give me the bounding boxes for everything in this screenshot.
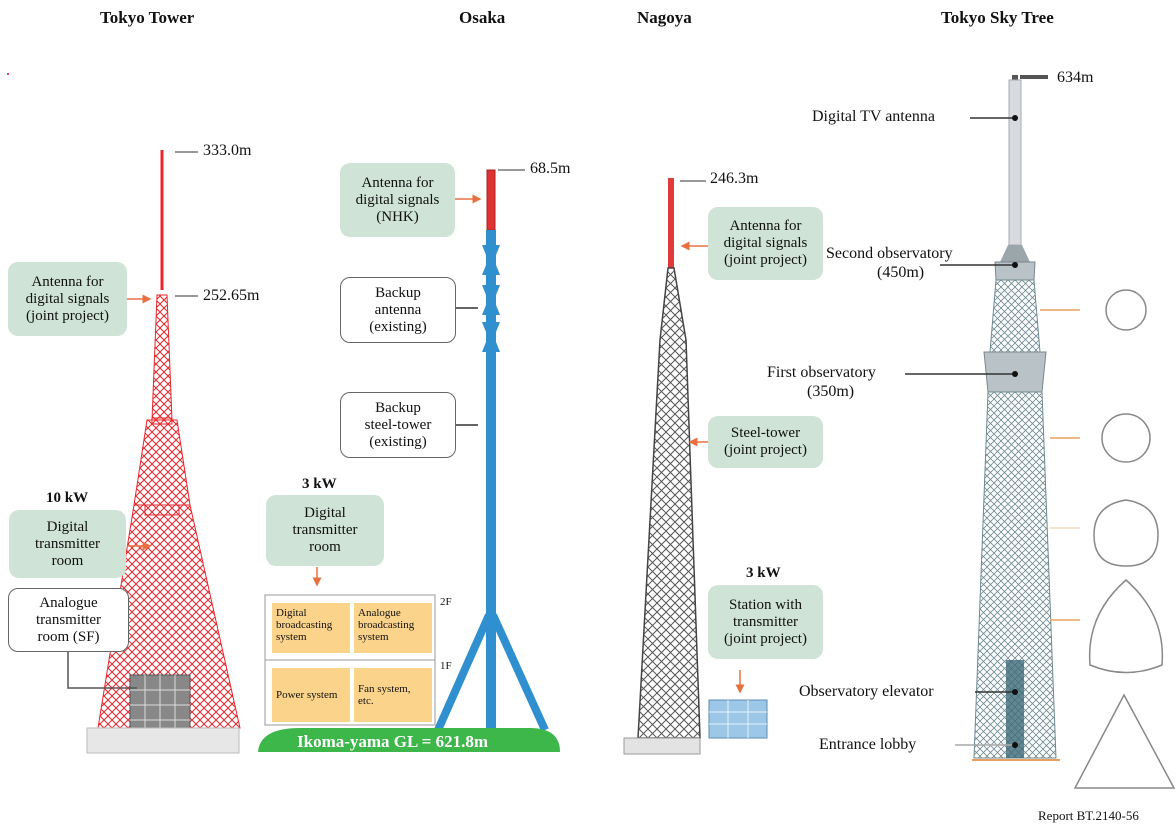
tokyo-antenna-line2: digital signals xyxy=(25,290,110,307)
tokyo-antenna-box: Antenna for digital signals (joint proje… xyxy=(8,262,127,336)
osaka-room-fan: Fan system, etc. xyxy=(354,668,432,722)
tokyo-transmitter-line3: room xyxy=(51,552,84,569)
tokyo-analogue-box: Analogue transmitter room (SF) xyxy=(8,588,129,652)
nagoya-steel-box: Steel-tower (joint project) xyxy=(708,416,823,468)
osaka-ground-label: Ikoma-yama GL = 621.8m xyxy=(297,732,489,751)
tokyo-transmitter-box: Digital transmitter room xyxy=(9,510,126,578)
osaka-backup-antenna-box: Backup antenna (existing) xyxy=(340,277,456,343)
tokyo-antenna-line1: Antenna for xyxy=(31,273,104,290)
osaka-room-power: Power system xyxy=(272,668,350,722)
osaka-backup-steel-line3: (existing) xyxy=(369,433,427,450)
osaka-tower-drawing xyxy=(258,169,560,752)
title-tokyo-tower: Tokyo Tower xyxy=(100,8,195,27)
nagoya-antenna-line3: (joint project) xyxy=(724,252,807,268)
osaka-antenna-box: Antenna for digital signals (NHK) xyxy=(340,163,455,237)
osaka-antenna-line2: digital signals xyxy=(355,191,440,208)
tokyo-transmitter-line1: Digital xyxy=(46,518,89,535)
nagoya-station-line1: Station with xyxy=(729,596,802,613)
nagoya-antenna-line2: digital signals xyxy=(723,235,808,251)
osaka-backup-antenna-line1: Backup xyxy=(375,284,421,301)
sky-tree-digital-tv-antenna: Digital TV antenna xyxy=(812,108,935,125)
sky-tree-drawing xyxy=(905,75,1176,789)
sky-tree-height-top: 634m xyxy=(1057,69,1094,86)
osaka-transmitter-box: Digital transmitter room xyxy=(266,495,384,566)
nagoya-steel-line1: Steel-tower xyxy=(730,425,801,441)
tokyo-analogue-line1: Analogue xyxy=(39,594,98,611)
tokyo-height-antenna: 252.65m xyxy=(203,287,260,304)
nagoya-tower-drawing xyxy=(623,178,768,755)
tokyo-analogue-line2: transmitter xyxy=(36,611,101,628)
title-sky-tree: Tokyo Sky Tree xyxy=(941,8,1054,27)
nagoya-antenna-box: Antenna for digital signals (joint proje… xyxy=(708,207,823,280)
osaka-floor-1f: 1F xyxy=(440,660,452,672)
tokyo-power: 10 kW xyxy=(46,490,89,506)
nagoya-antenna-line1: Antenna for xyxy=(729,218,802,234)
sky-tree-entrance: Entrance lobby xyxy=(819,736,917,753)
tokyo-tower-drawing xyxy=(67,150,241,754)
osaka-transmitter-line3: room xyxy=(309,539,341,555)
osaka-antenna-line1: Antenna for xyxy=(361,174,434,191)
nagoya-height-top: 246.3m xyxy=(710,170,759,187)
report-id: Report BT.2140-56 xyxy=(1038,808,1139,823)
nagoya-station-line2: transmitter xyxy=(733,613,798,630)
osaka-backup-steel-line1: Backup xyxy=(375,399,421,416)
sky-tree-elevator: Observatory elevator xyxy=(799,683,934,700)
tokyo-analogue-line3: room (SF) xyxy=(37,628,100,645)
nagoya-power: 3 kW xyxy=(746,565,781,581)
sky-tree-first-obs: First observatory xyxy=(767,364,876,381)
osaka-power: 3 kW xyxy=(302,476,337,492)
osaka-room-digital: Digital broadcasting system xyxy=(272,603,350,653)
tokyo-antenna-line3: (joint project) xyxy=(26,307,109,324)
osaka-transmitter-line2: transmitter xyxy=(292,522,358,538)
sky-tree-first-obs-height: (350m) xyxy=(807,383,855,400)
osaka-antenna-line3: (NHK) xyxy=(376,208,419,225)
nagoya-station-line3: (joint project) xyxy=(724,630,807,647)
osaka-backup-steel-line2: steel-tower xyxy=(364,416,432,433)
osaka-height-top: 68.5m xyxy=(530,160,571,177)
tokyo-height-top: 333.0m xyxy=(203,142,252,159)
osaka-room-analogue: Analogue broadcasting system xyxy=(354,603,432,653)
osaka-backup-antenna-line2: antenna xyxy=(374,301,422,318)
osaka-backup-antenna-line3: (existing) xyxy=(369,318,427,335)
title-osaka: Osaka xyxy=(459,8,506,27)
sky-tree-second-obs: Second observatory xyxy=(826,245,953,262)
osaka-transmitter-line1: Digital xyxy=(304,505,346,521)
osaka-floor-2f: 2F xyxy=(440,596,452,608)
nagoya-station-box: Station with transmitter (joint project) xyxy=(708,585,823,659)
nagoya-steel-line2: (joint project) xyxy=(724,442,807,458)
sky-tree-second-obs-height: (450m) xyxy=(877,264,925,281)
tokyo-transmitter-line2: transmitter xyxy=(35,535,100,552)
title-nagoya: Nagoya xyxy=(637,8,692,27)
osaka-backup-steel-box: Backup steel-tower (existing) xyxy=(340,392,456,458)
